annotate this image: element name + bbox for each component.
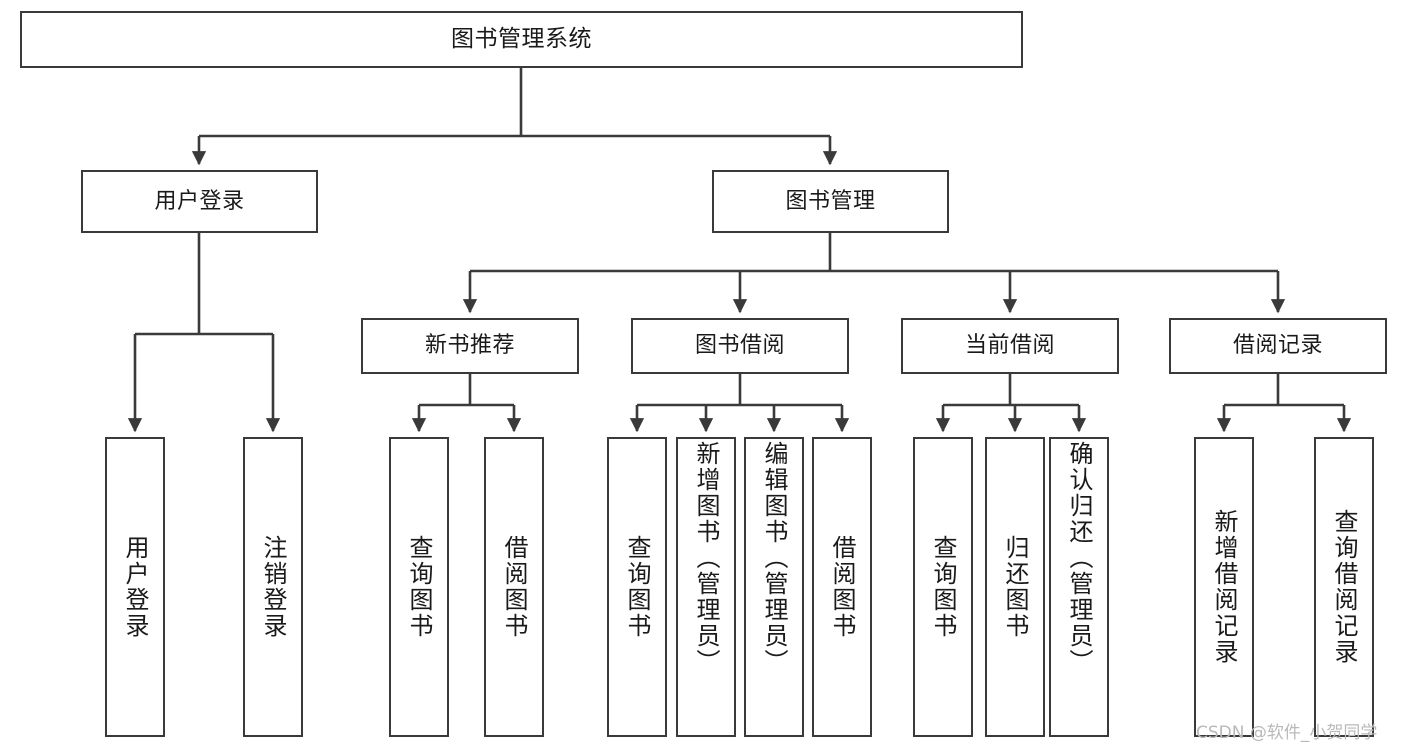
leaf-logout[interactable]: 注销登录 (243, 437, 303, 737)
leaf-query-book-nbr[interactable]: 查询图书 (389, 437, 449, 737)
leaf-return-book[interactable]: 归还图书 (985, 437, 1045, 737)
node-book-borrow-label: 图书借阅 (694, 333, 785, 359)
node-current-borrow-label: 当前借阅 (964, 333, 1055, 359)
leaf-query-borrow-record-label: 查询借阅记录 (1330, 509, 1358, 665)
node-new-book-recommend-label: 新书推荐 (424, 333, 515, 359)
leaf-query-borrow-record[interactable]: 查询借阅记录 (1314, 437, 1374, 737)
leaf-add-book-admin[interactable]: 新增图书（管理员） (676, 437, 736, 737)
node-borrow-record[interactable]: 借阅记录 (1169, 318, 1387, 374)
node-current-borrow[interactable]: 当前借阅 (901, 318, 1119, 374)
node-borrow-record-label: 借阅记录 (1232, 333, 1323, 359)
leaf-edit-book-admin[interactable]: 编辑图书（管理员） (744, 437, 804, 737)
leaf-add-borrow-record-label: 新增借阅记录 (1210, 509, 1238, 665)
leaf-query-book-cb-label: 查询图书 (929, 535, 957, 639)
leaf-query-book-nbr-label: 查询图书 (405, 535, 433, 639)
leaf-logout-label: 注销登录 (259, 535, 287, 639)
node-user-login[interactable]: 用户登录 (81, 170, 318, 233)
leaf-borrow-book-nbr[interactable]: 借阅图书 (484, 437, 544, 737)
leaf-confirm-return-admin-label: 确认归还（管理员） (1065, 441, 1093, 675)
node-root[interactable]: 图书管理系统 (20, 11, 1023, 68)
leaf-add-borrow-record[interactable]: 新增借阅记录 (1194, 437, 1254, 737)
leaf-query-book-bb-label: 查询图书 (623, 535, 651, 639)
node-user-login-label: 用户登录 (154, 188, 245, 214)
leaf-return-book-label: 归还图书 (1001, 535, 1029, 639)
leaf-borrow-book-bb[interactable]: 借阅图书 (812, 437, 872, 737)
leaf-user-login[interactable]: 用户登录 (105, 437, 165, 737)
leaf-user-login-label: 用户登录 (121, 535, 149, 639)
node-new-book-recommend[interactable]: 新书推荐 (361, 318, 579, 374)
csdn-watermark: CSDN @软件_小贺同学 (1196, 723, 1378, 743)
node-book-borrow[interactable]: 图书借阅 (631, 318, 849, 374)
leaf-query-book-cb[interactable]: 查询图书 (913, 437, 973, 737)
leaf-add-book-admin-label: 新增图书（管理员） (692, 441, 720, 675)
leaf-query-book-bb[interactable]: 查询图书 (607, 437, 667, 737)
node-root-label: 图书管理系统 (451, 26, 592, 53)
node-book-management[interactable]: 图书管理 (712, 170, 949, 233)
leaf-borrow-book-bb-label: 借阅图书 (828, 535, 856, 639)
leaf-borrow-book-nbr-label: 借阅图书 (500, 535, 528, 639)
node-book-management-label: 图书管理 (785, 188, 876, 214)
leaf-confirm-return-admin[interactable]: 确认归还（管理员） (1049, 437, 1109, 737)
leaf-edit-book-admin-label: 编辑图书（管理员） (760, 441, 788, 675)
